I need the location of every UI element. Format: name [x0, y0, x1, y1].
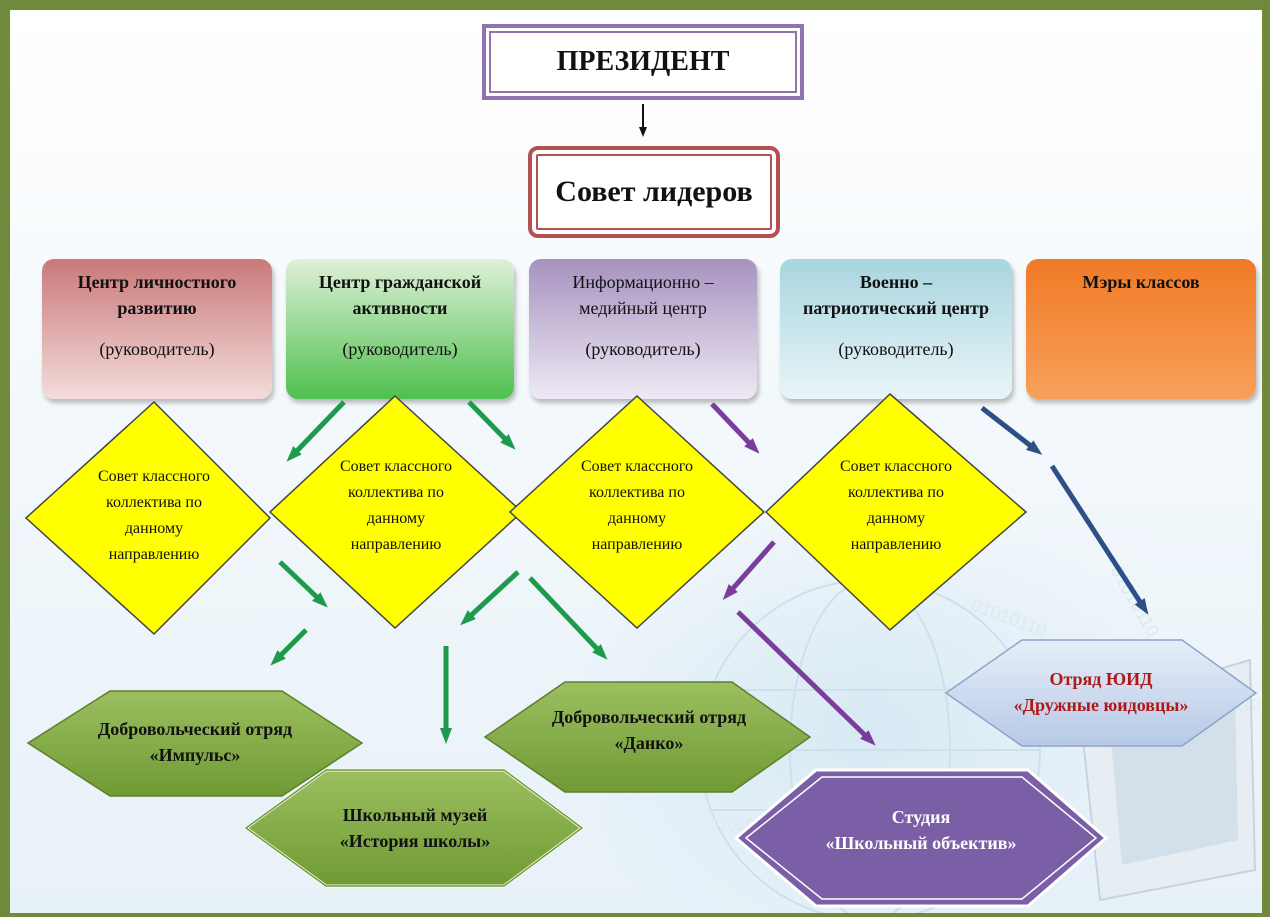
diamond-line: коллектива по: [589, 484, 685, 501]
unit-line: «История школы»: [339, 831, 491, 851]
center-role: (руководитель): [99, 339, 215, 359]
unit-line: Добровольческий отряд: [97, 719, 293, 739]
center-title-line: Мэры классов: [1082, 272, 1200, 292]
class-council-text-3: Совет классного коллектива по данному на…: [557, 454, 717, 558]
unit-line: Школьный музей: [342, 805, 488, 825]
arrow-green: [467, 400, 516, 450]
center-title-line: Центр гражданской: [318, 272, 482, 292]
unit-impulse-text: Добровольческий отряд «Импульс»: [80, 716, 310, 768]
diamond-line: коллектива по: [848, 484, 944, 501]
leaders-council-label: Совет лидеров: [555, 175, 753, 208]
center-role: (руководитель): [342, 339, 458, 359]
president-box: ПРЕЗИДЕНТ: [482, 24, 804, 100]
unit-museum-text: Школьный музей «История школы»: [300, 802, 530, 854]
arrow-green: [270, 628, 308, 666]
arrow-purple: [722, 540, 776, 600]
diamond-line: коллектива по: [106, 494, 202, 511]
hexagon-studio: [733, 768, 1109, 908]
center-title-line: медийный центр: [579, 298, 707, 318]
arrow-navy: [1049, 464, 1149, 615]
unit-line: Студия: [891, 807, 951, 827]
unit-line: «Школьный объектив»: [825, 833, 1017, 853]
center-title-line: активности: [352, 298, 448, 318]
center-personal-development: Центр личностного развитию (руководитель…: [42, 259, 272, 399]
class-council-diamond-3: [508, 394, 766, 630]
arrow-green: [286, 400, 346, 462]
leaders-council-box: Совет лидеров: [528, 146, 780, 238]
diamond-line: Совет классного: [339, 458, 452, 475]
unit-studio-text: Студия «Школьный объектив»: [796, 804, 1046, 856]
diamond-line: направлению: [108, 546, 200, 563]
class-council-diamond-2: [268, 394, 524, 630]
center-title-line: Центр личностного: [77, 272, 237, 292]
arrow-purple: [736, 610, 876, 746]
class-council-diamond-1: [24, 400, 272, 636]
center-title-line: патриотический центр: [802, 298, 990, 318]
diamond-line: Совет классного: [580, 458, 693, 475]
president-label: ПРЕЗИДЕНТ: [556, 46, 730, 77]
diamond-line: Совет классного: [839, 458, 952, 475]
diamond-line: данному: [607, 510, 667, 527]
hexagon-studio-outline: [744, 776, 1098, 900]
center-title-line: Военно –: [859, 272, 933, 292]
hexagon-yuid: [944, 639, 1258, 747]
center-title-line: развитию: [117, 298, 197, 318]
center-role: (руководитель): [838, 339, 954, 359]
arrow-green: [278, 560, 328, 608]
class-mayors-box: Мэры классов: [1026, 259, 1256, 399]
diagram-shapes: [24, 104, 1258, 908]
hexagon-museum-outline: [244, 769, 584, 887]
center-military-patriotic: Военно – патриотический центр (руководит…: [780, 259, 1012, 399]
class-council-text-1: Совет классного коллектива по данному на…: [74, 464, 234, 568]
center-title-line: Информационно –: [572, 272, 714, 292]
unit-line: Добровольческий отряд: [551, 707, 747, 727]
diamond-line: Совет классного: [97, 468, 210, 485]
hexagon-danko: [483, 681, 812, 793]
unit-line: «Импульс»: [149, 745, 241, 765]
class-council-text-2: Совет классного коллектива по данному на…: [316, 454, 476, 558]
unit-line: Отряд ЮИД: [1049, 669, 1153, 689]
center-role: (руководитель): [585, 339, 701, 359]
diamond-line: коллектива по: [348, 484, 444, 501]
diamond-line: данному: [866, 510, 926, 527]
arrow-green: [528, 576, 608, 660]
diamond-line: данному: [366, 510, 426, 527]
unit-line: «Данко»: [614, 733, 684, 753]
arrow-green: [460, 570, 520, 626]
diamond-line: данному: [124, 520, 184, 537]
diamond-line: направлению: [591, 536, 683, 553]
arrow-navy: [980, 406, 1043, 455]
unit-line: «Дружные юидовцы»: [1013, 695, 1189, 715]
hexagon-impulse: [26, 690, 364, 797]
center-information-media: Информационно – медийный центр (руководи…: [529, 259, 757, 399]
class-council-diamond-4: [764, 392, 1028, 632]
unit-danko-text: Добровольческий отряд «Данко»: [534, 704, 764, 756]
diamond-line: направлению: [850, 536, 942, 553]
arrow-purple: [710, 402, 760, 454]
center-civic-activity: Центр гражданской активности (руководите…: [286, 259, 514, 399]
class-council-text-4: Совет классного коллектива по данному на…: [816, 454, 976, 558]
diamond-line: направлению: [350, 536, 442, 553]
unit-yuid-text: Отряд ЮИД «Дружные юидовцы»: [996, 666, 1206, 718]
